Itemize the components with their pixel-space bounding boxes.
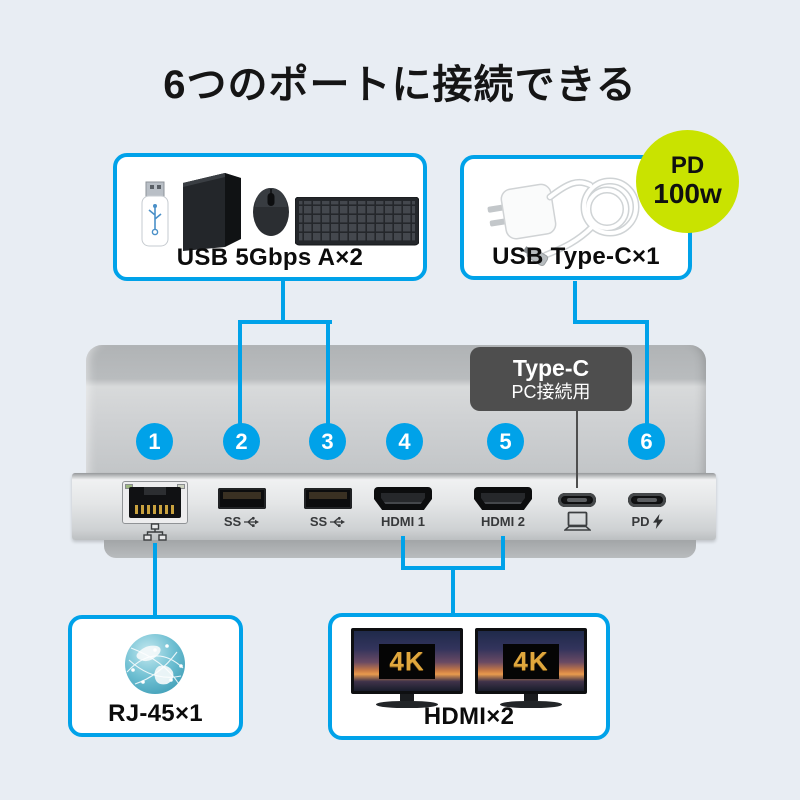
monitor-neck (400, 694, 414, 701)
usb-c-slot (567, 498, 587, 502)
monitor-4k: 4K (351, 628, 463, 708)
hdmi-port-1 (374, 487, 432, 510)
4k-badge: 4K (503, 643, 559, 679)
connector-line-usb-port2 (238, 320, 242, 426)
dock-base (104, 540, 696, 558)
usb-flash-drive-icon (141, 181, 169, 247)
hdmi-slot (481, 493, 525, 504)
typec-pc-tag: Type-C PC接続用 (470, 347, 632, 411)
hdmi-callout-label: HDMI×2 (423, 703, 515, 730)
rj45-pins (135, 505, 175, 514)
usb-a-tongue (309, 492, 347, 499)
typec-tag-pointer-line (576, 410, 578, 488)
pd-text: PD (631, 514, 650, 529)
pd-100w-badge: PD 100w (636, 130, 739, 233)
port-number-6: 6 (628, 423, 665, 460)
connector-line-hdmi2 (501, 536, 505, 570)
callout-typec-power: USB Type-C×1 (460, 155, 692, 280)
lightning-bolt-icon (652, 514, 663, 529)
connector-line-usb-port3 (326, 320, 330, 426)
port-number-2: 2 (223, 423, 260, 460)
power-adapter-cable-icon (487, 177, 640, 267)
ss-text: SS (223, 514, 242, 529)
port-number-1: 1 (136, 423, 173, 460)
usb-ss-label-2: SS (293, 514, 363, 529)
4k-badge: 4K (379, 643, 435, 679)
port-number-3: 3 (309, 423, 346, 460)
monitors-group: 4K 4K (332, 628, 606, 708)
usb-ss-label-1: SS (207, 514, 277, 529)
laptop-icon (564, 511, 591, 531)
page-title: 6つのポートに接続できる (163, 63, 637, 107)
callout-hdmi: 4K 4K HDMI×2 (328, 613, 610, 740)
rj45-led-right (177, 484, 185, 489)
pd-badge-line1: PD (670, 152, 705, 180)
typec-tag-title: Type-C (512, 354, 590, 381)
connector-line-typec-port6 (645, 320, 649, 426)
pc-tower-icon (183, 173, 241, 251)
usb-c-slot (637, 498, 657, 502)
rj45-callout-label: RJ-45×1 (108, 700, 203, 727)
connector-line-typec-bar (573, 320, 649, 324)
keyboard-icon (295, 197, 419, 246)
connector-line-usb-stem (281, 281, 285, 322)
monitor-base (376, 701, 438, 708)
mouse-icon (253, 188, 289, 236)
port-number-5: 5 (487, 423, 524, 460)
connector-line-rj45 (153, 543, 157, 617)
monitor-screen: 4K (475, 628, 587, 694)
callout-rj45: RJ-45×1 (68, 615, 243, 737)
rj45-port (122, 481, 188, 524)
monitor-neck (524, 694, 538, 701)
hdmi2-label: HDMI 2 (480, 514, 526, 529)
monitor-screen: 4K (351, 628, 463, 694)
usb-callout-label: USB 5Gbps A×2 (176, 244, 364, 271)
ss-text: SS (309, 514, 328, 529)
usb-a-port-2 (304, 488, 352, 509)
monitor-4k: 4K (475, 628, 587, 708)
usb-a-port-1 (218, 488, 266, 509)
usb-c-pd-port (628, 493, 666, 507)
connector-line-hdmi1 (401, 536, 405, 570)
usb-trident-icon (330, 516, 346, 527)
hdmi1-label: HDMI 1 (380, 514, 426, 529)
port-number-4: 4 (386, 423, 423, 460)
hdmi-port-2 (474, 487, 532, 510)
typec-callout-label: USB Type-C×1 (492, 243, 660, 270)
connector-line-typec-stem (573, 281, 577, 322)
globe-network-icon (125, 634, 185, 694)
ethernet-icon (143, 523, 167, 541)
pd-badge-line2: 100w (653, 178, 722, 210)
usb-trident-icon (244, 516, 260, 527)
monitor-base (500, 701, 562, 708)
usb-a-tongue (223, 492, 261, 499)
connector-line-usb-bar (238, 320, 332, 324)
callout-usb-devices: USB 5Gbps A×2 (113, 153, 427, 281)
hdmi-slot (381, 493, 425, 504)
rj45-notch (144, 487, 166, 495)
connector-line-hdmi-stem (451, 566, 455, 615)
rj45-socket (129, 487, 181, 518)
typec-tag-subtitle: PC接続用 (511, 381, 591, 402)
usb-c-pc-port (558, 493, 596, 507)
pd-label: PD (612, 514, 682, 529)
